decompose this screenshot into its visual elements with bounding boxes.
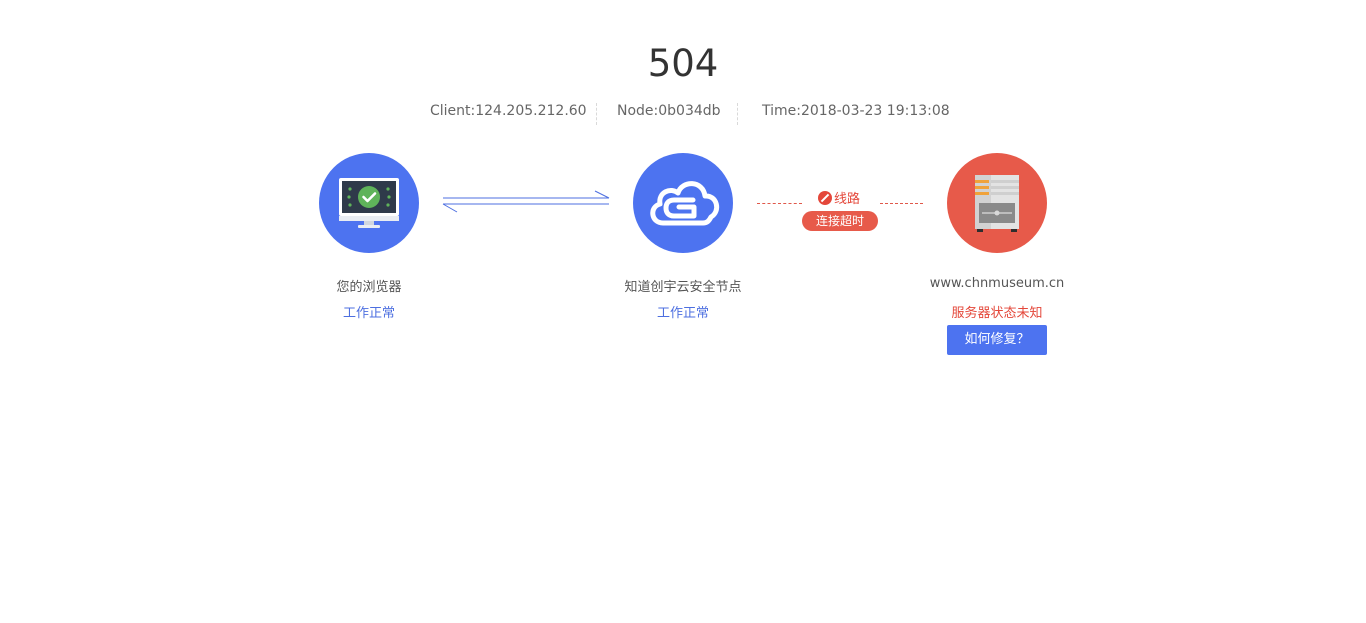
cloud-node-circle bbox=[633, 153, 733, 253]
server-node-status: 服务器状态未知 bbox=[951, 306, 1043, 321]
timeout-badge: 连接超时 bbox=[802, 211, 878, 231]
blocked-icon bbox=[818, 191, 832, 205]
info-divider bbox=[596, 103, 597, 125]
browser-check-icon bbox=[339, 178, 399, 228]
info-divider bbox=[737, 103, 738, 125]
link-dashed-line-left bbox=[757, 203, 802, 204]
error-code-title: 504 bbox=[647, 42, 719, 85]
server-node-label: www.chnmuseum.cn bbox=[929, 276, 1065, 291]
how-to-fix-button[interactable]: 如何修复？ bbox=[947, 325, 1047, 355]
cloud-node-status: 工作正常 bbox=[656, 306, 709, 321]
info-bar: Client:124.205.212.60 Node:0b034db Time:… bbox=[0, 103, 1366, 125]
server-node-circle bbox=[947, 153, 1047, 253]
cloud-node-label: 知道创宇云安全节点 bbox=[624, 280, 742, 295]
cloud-node-icon bbox=[650, 181, 720, 226]
link-dashed-line-right bbox=[880, 203, 923, 204]
link-label-text: 线路 bbox=[834, 192, 861, 207]
browser-node-circle bbox=[319, 153, 419, 253]
link-label: 线路 bbox=[814, 188, 874, 207]
browser-node-label: 您的浏览器 bbox=[336, 280, 402, 295]
browser-node-status: 工作正常 bbox=[342, 306, 395, 321]
node-info: Node:0b034db bbox=[617, 103, 721, 119]
server-icon bbox=[975, 175, 1019, 232]
connection-arrows bbox=[442, 190, 610, 213]
client-info: Client:124.205.212.60 bbox=[430, 103, 587, 119]
time-info: Time:2018-03-23 19:13:08 bbox=[762, 103, 950, 119]
